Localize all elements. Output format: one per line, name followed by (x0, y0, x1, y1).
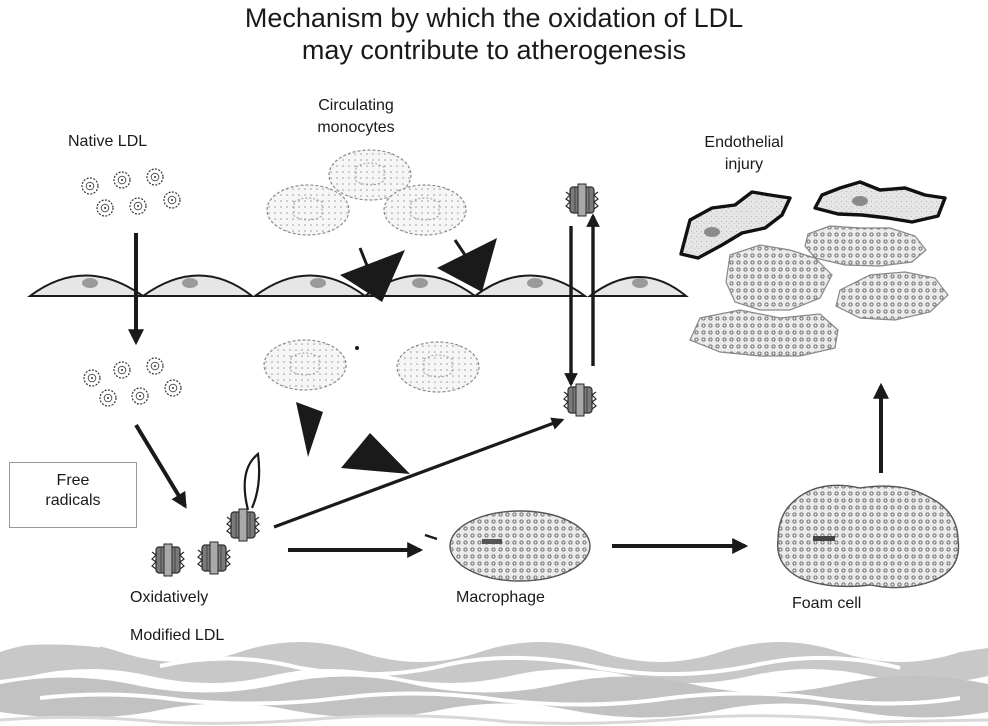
endothelium (26, 274, 689, 297)
label-free: Free (56, 472, 90, 489)
foam-cell (776, 484, 960, 589)
label-macrophage: Macrophage (456, 589, 545, 606)
smooth-muscle-layer (0, 641, 988, 725)
transmigrated-monocytes (263, 339, 480, 393)
label-endothelial: Endothelial (704, 134, 784, 151)
label-foam-cell: Foam cell (792, 595, 862, 612)
native-ldl-particles (81, 168, 181, 217)
label-oxidatively: Oxidatively (130, 589, 209, 606)
oxidized-ldl-particles (151, 508, 260, 577)
arrow-oxldl-to-endothelium (273, 417, 565, 529)
label-monocytes: monocytes (317, 119, 395, 136)
free-radicals-box: Free radicals (9, 462, 137, 528)
arrow-ldl-to-oxidized (134, 423, 187, 509)
circulating-monocytes (266, 149, 467, 236)
intimal-ldl-particles (83, 357, 182, 407)
label-native-ldl: Native LDL (68, 133, 148, 150)
diagram-title-line-2: may contribute to atherogenesis (301, 35, 687, 65)
label-radicals: radicals (45, 492, 101, 509)
diagram-title-line-1: Mechanism by which the oxidation of LDL (244, 3, 744, 33)
monocyte-migration-arrows (296, 238, 497, 474)
label-circulating: Circulating (318, 97, 394, 114)
label-modified-ldl: Modified LDL (130, 627, 225, 644)
label-injury: injury (724, 156, 764, 173)
macrophage-cell (449, 510, 591, 582)
endothelial-cell (139, 274, 255, 297)
endothelial-injury-cells (679, 180, 949, 357)
loop-arrow (243, 451, 261, 511)
endothelial-cell (251, 274, 369, 297)
